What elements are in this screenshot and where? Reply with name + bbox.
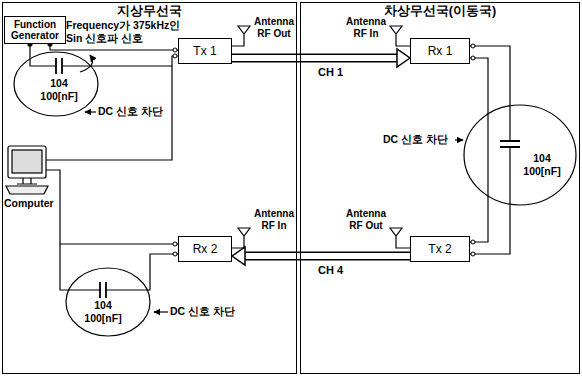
terminal [173,252,177,256]
antenna-label: Antenna RF Out [252,16,296,40]
pointer-arrow [154,311,168,312]
signal-note: Frequency가 375kHz인 Sin 신호파 신호 [66,19,188,45]
signal-wire [50,44,178,50]
arrow-head [397,49,410,67]
computer-label: Computer [4,197,54,210]
antenna-label: Antenna RF In [252,208,296,232]
terminal [173,242,177,246]
channel-label: CH 4 [318,264,343,277]
computer-stand [17,178,37,184]
capacitor-symbol [56,58,62,74]
arrow-fill [245,253,410,259]
box-label: Rx 2 [193,243,218,256]
antenna-symbol [390,228,410,248]
box-label: Rx 1 [428,45,453,58]
receiver-box: Rx 2 [178,236,232,262]
highlight-ellipse [14,52,98,116]
computer-keyboard [6,186,48,194]
radio-channel-arrow [232,49,410,67]
receiver-box: Rx 1 [410,38,470,64]
dc-block-note: DC 신호 차단 [383,133,448,146]
box-label: Tx 1 [193,45,216,58]
station-panel: 차상무선국(이동국) Rx 1 Tx 2 [300,2,580,374]
dc-block-note: DC 신호 차단 [170,305,235,318]
box-label: Function Generator [5,19,65,41]
wire-line [50,44,178,50]
antenna-label: Antenna RF Out [344,208,388,232]
capacitor-value: 104 100[nF] [77,299,129,325]
terminal [173,54,177,58]
arrow-head [232,247,245,265]
wire-line [470,46,510,254]
terminal [471,56,475,60]
arrow-outline [232,54,397,63]
pointer-arrow [455,139,463,140]
switch-arrow [80,55,92,72]
terminal [471,252,475,256]
signal-wire [470,46,510,254]
box-label: Tx 2 [428,243,451,256]
transmitter-box: Tx 2 [410,236,470,262]
capacitor-gap [503,142,517,147]
signal-wire [60,244,178,290]
antenna-symbol [232,228,250,248]
capacitor-value: 104 100[nF] [33,77,85,103]
terminal [471,44,475,48]
signal-wire [470,58,488,242]
arrow-outline [245,252,410,261]
station-panel: 지상무선국Function GeneratorTx 1Rx 2 [2,2,297,374]
dc-block-note: DC 신호 차단 [98,105,163,118]
terminal [173,48,177,52]
antenna-symbol [390,26,410,46]
computer-screen [12,150,42,173]
capacitor-value: 104 100[nF] [516,152,568,178]
antenna-label: Antenna RF In [344,16,388,40]
highlight-ellipse [464,105,576,205]
capacitor-gap [57,61,62,71]
channel-label: CH 1 [318,66,343,79]
computer-wire [46,170,178,244]
pointer-arrow [85,111,96,112]
signal-wire [30,44,178,66]
antenna-symbol [232,26,250,46]
computer-monitor [8,146,46,178]
arrow-fill [232,55,397,61]
capacitor-gap [101,285,106,295]
capacitor-symbol [100,282,106,298]
capacitor-symbol [500,141,520,147]
radio-channel-arrow [232,247,410,265]
transmitter-box: Tx 1 [178,38,232,64]
highlight-ellipse [66,268,150,336]
station-title: 차상무선국(이동국) [301,4,579,18]
generator-box: Function Generator [4,16,66,44]
terminal [471,240,475,244]
